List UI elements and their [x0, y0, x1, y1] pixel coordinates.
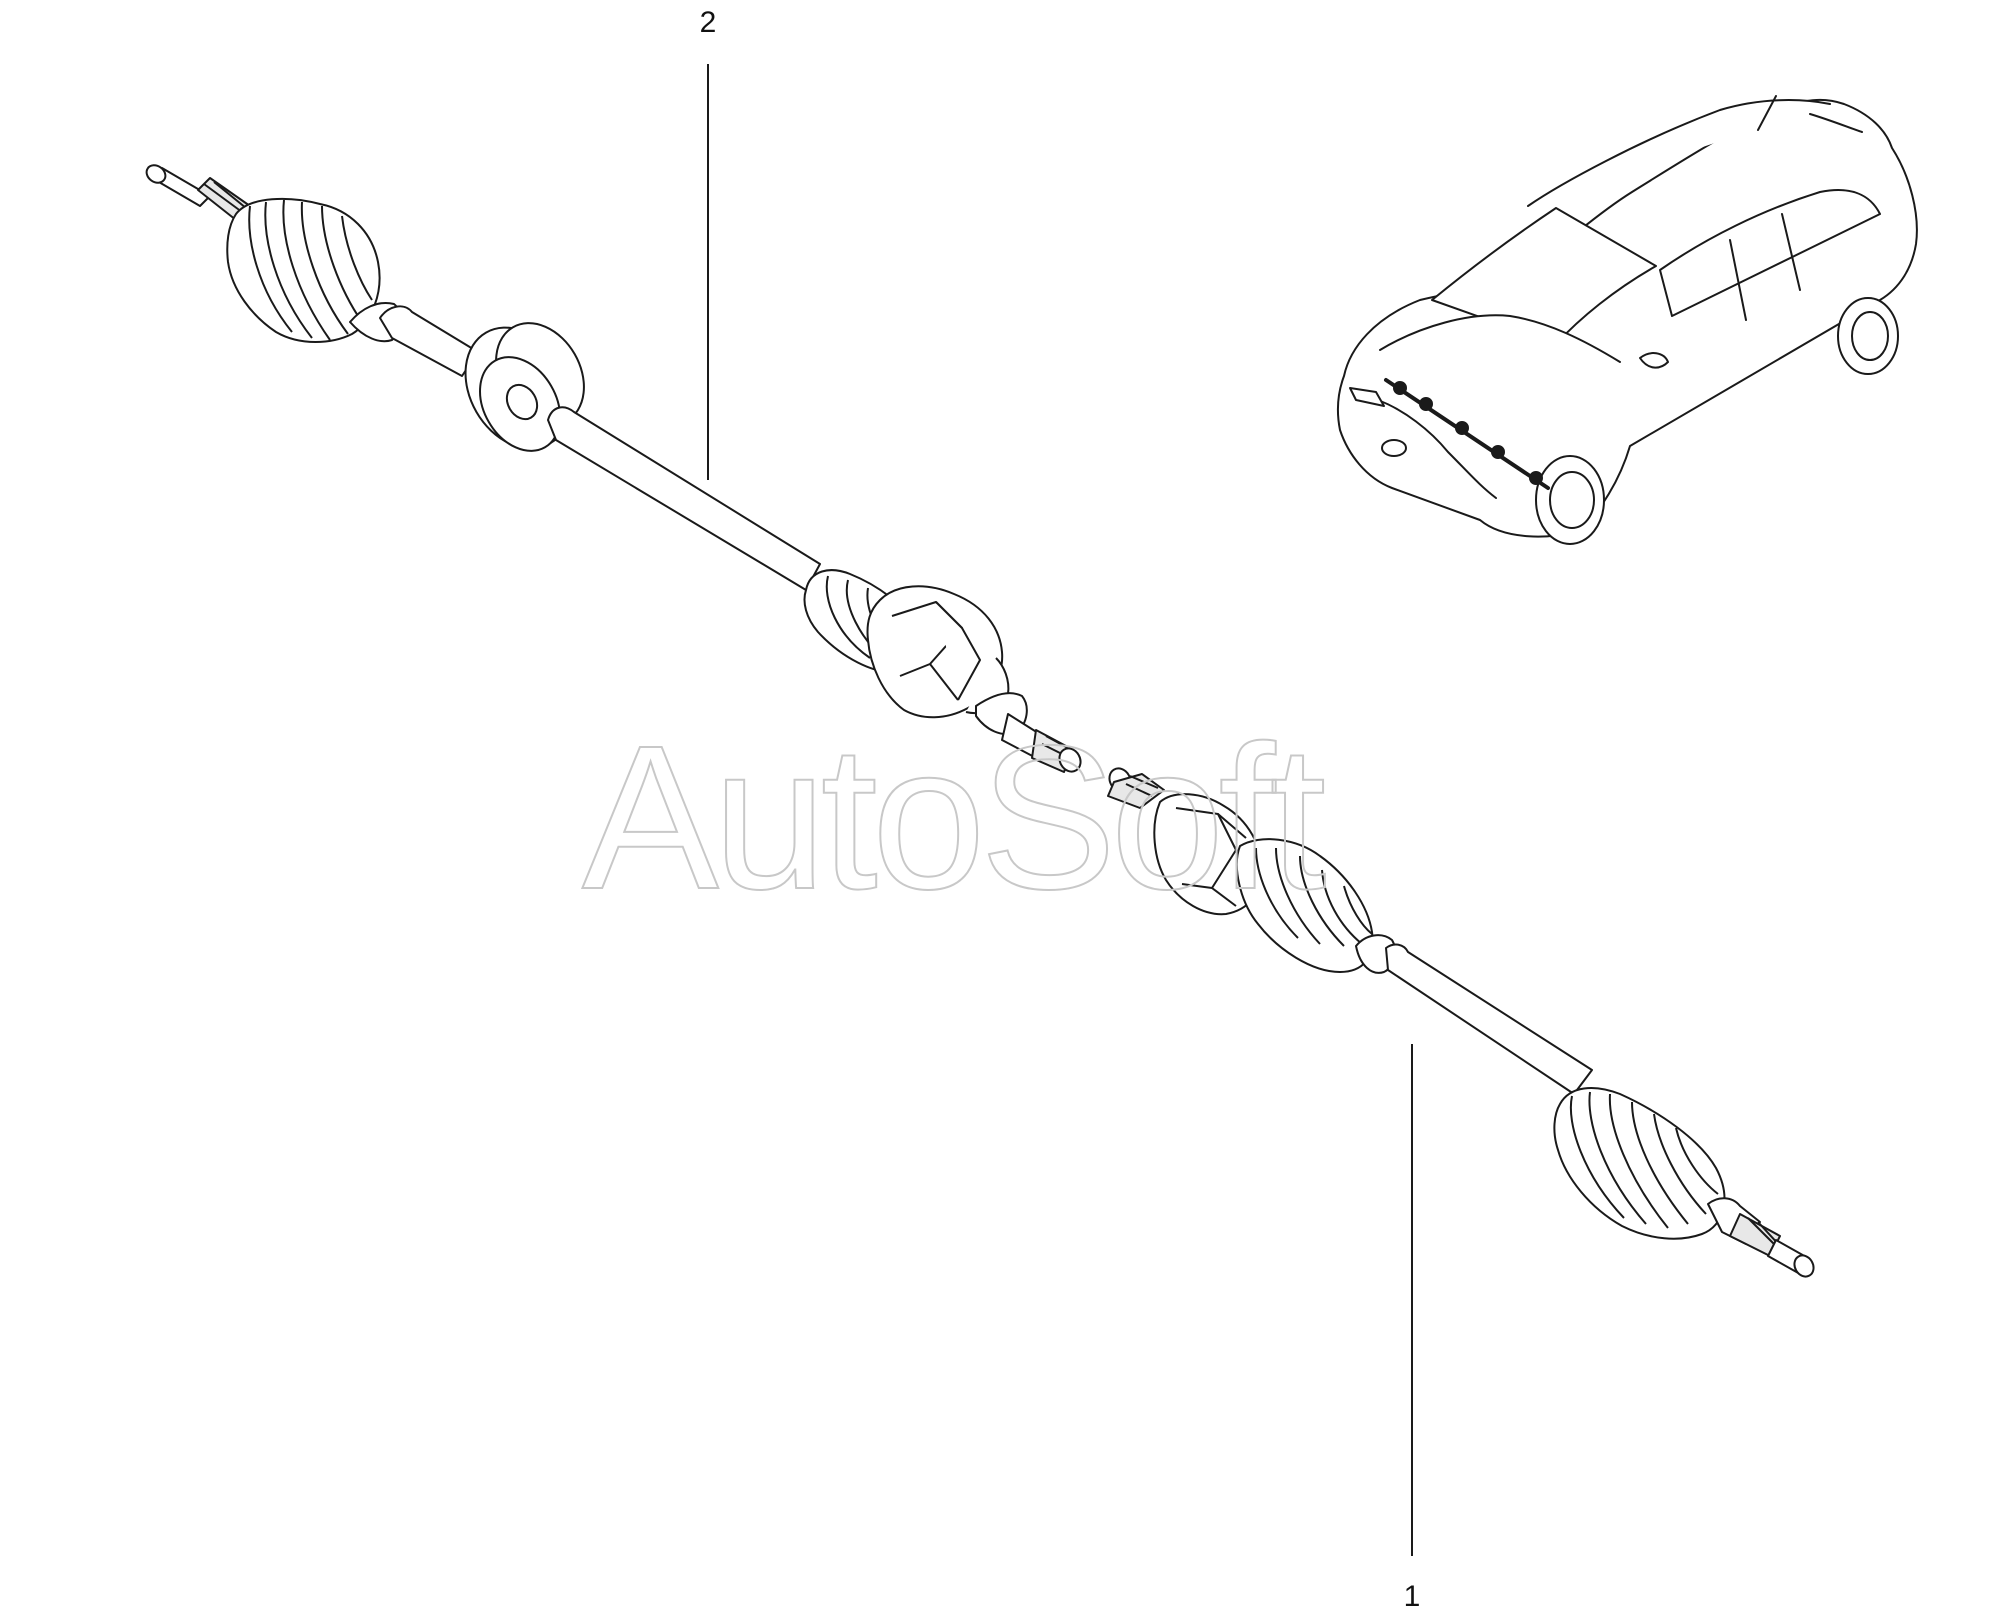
- outer-stub-left: [145, 164, 251, 221]
- car-door-line: [1729, 239, 1747, 321]
- car-door-line-2: [1781, 213, 1801, 291]
- inner-stub-left: [1001, 713, 1082, 773]
- car-side-windows: [1659, 189, 1881, 317]
- car-logo-icon: [1381, 439, 1407, 457]
- callout-label-1: 1: [1404, 1580, 1421, 1613]
- outer-cv-boot-left: [226, 197, 403, 343]
- shaft-tube-left-upper: [379, 305, 479, 377]
- car-roof-rack: [1809, 113, 1863, 133]
- car-grille: [1377, 399, 1497, 499]
- shaft-tube-right-main: [1385, 943, 1593, 1095]
- inner-cv-housing-left: [866, 585, 1028, 735]
- car-drive-shaft-highlight: [1384, 378, 1550, 490]
- drive-shaft-left: [145, 164, 1082, 773]
- inner-cv-housing-right: [1153, 793, 1263, 916]
- drive-shaft-right: [1107, 767, 1815, 1278]
- inner-stub-right: [1107, 767, 1165, 809]
- locator-leader-line: [1757, 95, 1777, 131]
- car-headlight: [1349, 387, 1385, 407]
- car-windshield: [1431, 207, 1657, 345]
- vehicle-locator-illustration: [1336, 95, 1918, 545]
- shaft-tube-left-main: [547, 406, 821, 591]
- inner-cv-boot-right: [1235, 838, 1397, 974]
- damper-ring: [464, 322, 585, 452]
- car-hood: [1379, 314, 1621, 363]
- car-roof: [1527, 99, 1831, 207]
- autosoft-watermark: AutoSoft: [582, 703, 1325, 932]
- callout-label-2: 2: [700, 6, 717, 39]
- outer-stub-right: [1707, 1197, 1815, 1278]
- outer-cv-boot-right: [1553, 1087, 1726, 1240]
- car-mirror: [1639, 352, 1669, 369]
